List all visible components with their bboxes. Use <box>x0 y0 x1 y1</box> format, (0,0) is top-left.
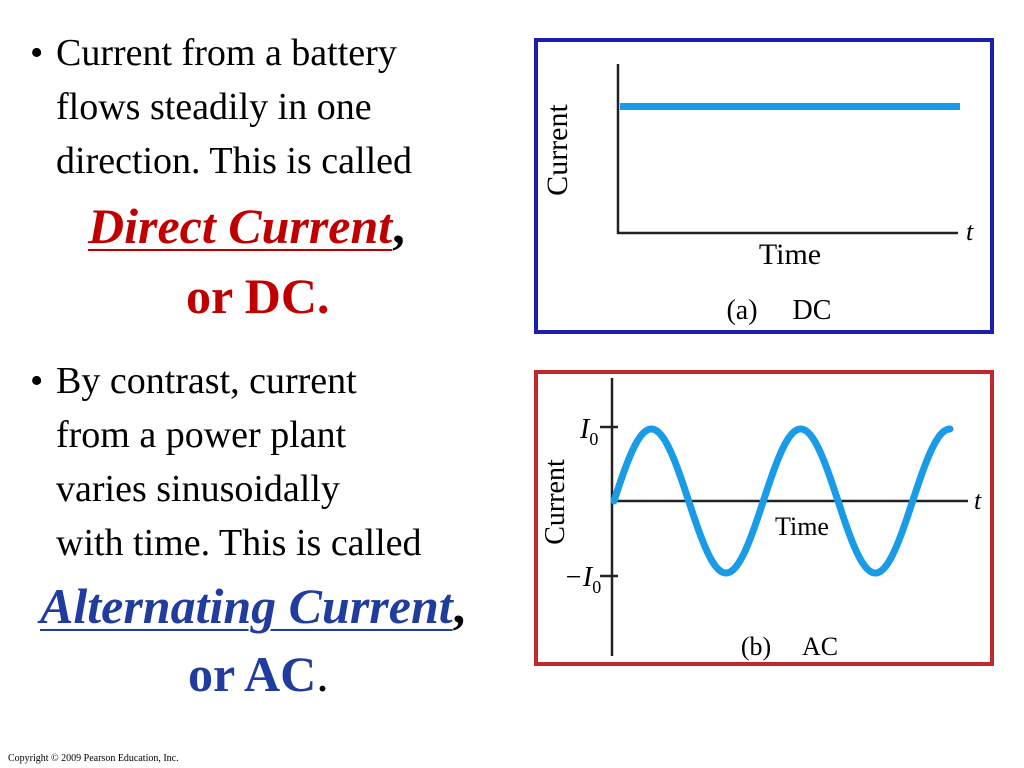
dc-bullet: • Current from a battery flows steadily … <box>30 26 510 196</box>
ac-bullet-line-2: from a power plant <box>56 414 347 456</box>
dc-term: Direct Current, <box>88 196 405 256</box>
dc-bullet-line-2: flows steadily in one <box>56 86 372 128</box>
dc-term-text: Direct Current <box>88 198 393 254</box>
ac-current-wave <box>610 425 954 577</box>
ac-caption-text: AC <box>802 632 838 661</box>
bullet-marker: • <box>30 32 44 74</box>
dc-x-axis-label: Time <box>759 238 821 271</box>
ac-term: Alternating Current, <box>40 576 465 636</box>
ac-diagram-panel: Current Time t I0 −I0 (b) AC <box>534 370 994 666</box>
dc-diagram-panel: Current Time t (a) DC <box>534 38 994 334</box>
ac-y-axis-label: Current <box>540 459 571 545</box>
dc-bullet-line-1: Current from a battery <box>56 32 397 74</box>
ac-bullet: • By contrast, current from a power plan… <box>30 354 510 574</box>
dc-bullet-line-3: direction. This is called <box>56 140 412 182</box>
dc-x-axis-symbol: t <box>966 217 974 246</box>
ac-diagram: Current Time t I0 −I0 (b) AC <box>540 378 982 661</box>
copyright-notice: Copyright © 2009 Pearson Education, Inc. <box>8 753 179 764</box>
dc-term-comma: , <box>392 198 405 254</box>
ac-top-tick-subscript: 0 <box>589 429 598 449</box>
ac-bottom-tick-subscript: 0 <box>592 577 601 597</box>
dc-caption-text: DC <box>793 295 832 326</box>
dc-y-axis-label: Current <box>541 104 574 196</box>
ac-term-text: Alternating Current <box>40 578 453 634</box>
ac-x-axis-symbol: t <box>974 486 982 515</box>
ac-top-tick-label: I0 <box>579 414 598 449</box>
dc-diagram: Current Time t (a) DC <box>541 64 974 326</box>
ac-bottom-tick-symbol: −I <box>564 562 594 593</box>
ac-abbreviation: or AC. <box>188 644 329 704</box>
ac-bullet-line-4: with time. This is called <box>56 522 422 564</box>
ac-term-comma: , <box>452 578 466 634</box>
ac-bullet-text: By contrast, current from a power plant … <box>56 354 422 570</box>
ac-bullet-line-3: varies sinusoidally <box>56 468 340 510</box>
dc-bullet-text: Current from a battery flows steadily in… <box>56 26 412 188</box>
ac-bullet-line-1: By contrast, current <box>56 360 357 402</box>
dc-caption-letter: (a) <box>726 295 757 326</box>
ac-abbreviation-period: . <box>316 646 329 702</box>
bullet-marker: • <box>30 360 44 402</box>
dc-abbreviation: or DC. <box>186 268 330 324</box>
ac-x-axis-label: Time <box>775 512 829 541</box>
ac-top-tick-symbol: I <box>579 414 591 445</box>
ac-bottom-tick-label: −I0 <box>564 562 601 597</box>
ac-abbreviation-text: or AC <box>188 646 317 702</box>
ac-caption-letter: (b) <box>741 632 771 661</box>
